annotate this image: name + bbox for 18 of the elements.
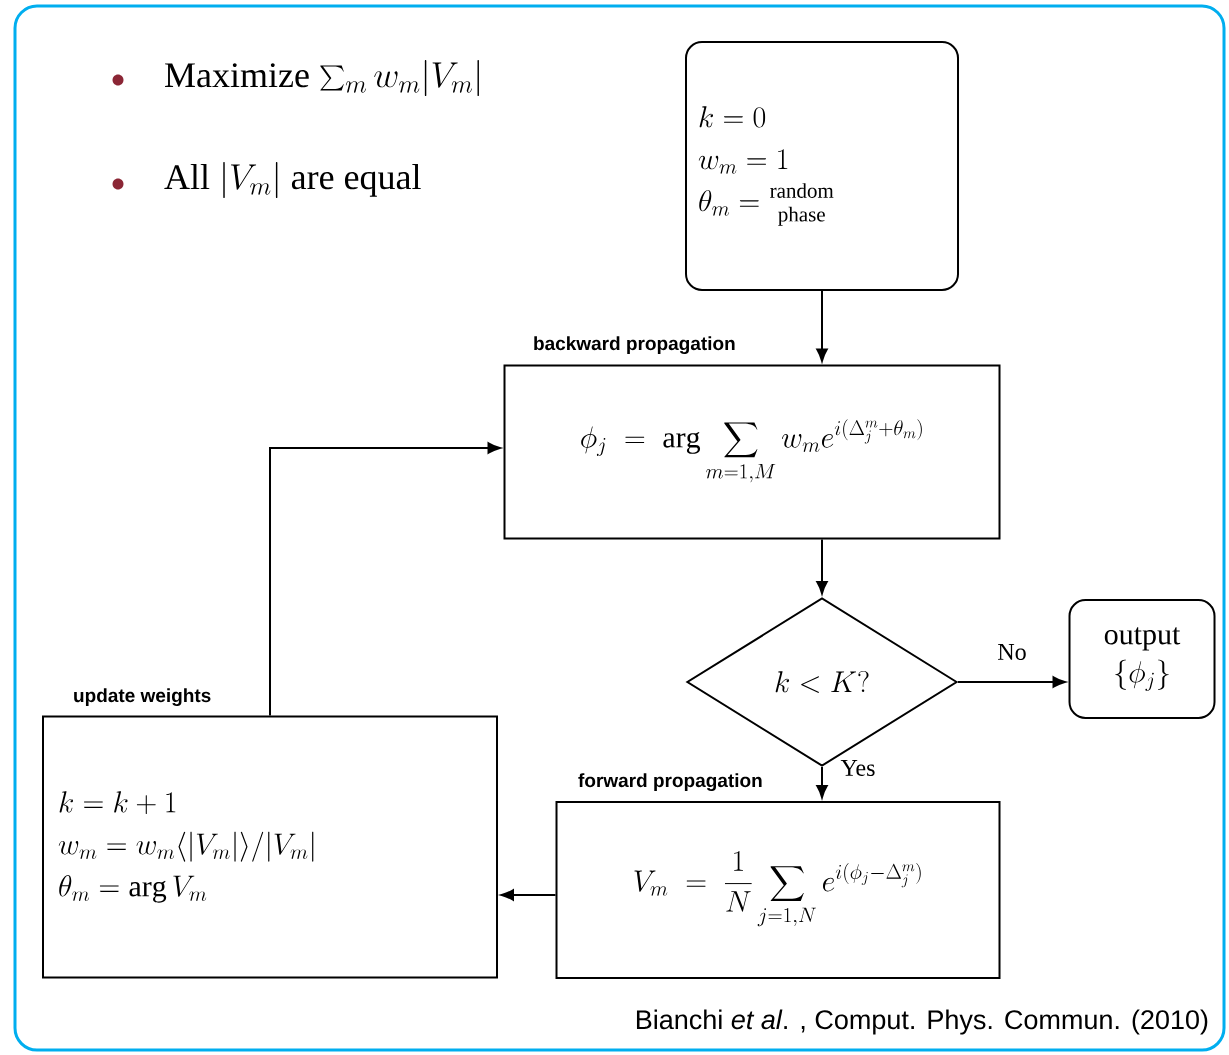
process-box: $k = k + 1$ $w_m = w_m \langle |V_m| \rangle / |V_m|$ $\theta_m = \arg V_m$ bbox=[42, 715, 498, 979]
citation: Bianchi et al. , Comput. Phys. Commun. (2010) bbox=[636, 1009, 1208, 1035]
arrow bbox=[816, 290, 828, 362]
arrow bbox=[269, 442, 501, 717]
edge-label: No bbox=[998, 644, 1026, 660]
bullet-text: Maximize $\sum_m w_m |V_m|$ bbox=[165, 60, 479, 96]
arrow bbox=[816, 766, 828, 799]
box-heading: update weights bbox=[74, 688, 211, 706]
arrow bbox=[816, 538, 828, 595]
arrow bbox=[500, 889, 557, 901]
output-box: output $\{\phi_j\}$ bbox=[1068, 599, 1216, 719]
box-heading: forward propagation bbox=[578, 773, 762, 791]
start-box: $k = 0$ $w_m = 1$ $\theta_m = \genfrac{}{}{0pt}{1}{\mathrm{random}}{\mathrm{phase}}$ bbox=[685, 41, 959, 291]
bullet-text: All $|V_m|$ are equal bbox=[164, 162, 421, 198]
process-box: $V_m = \frac{1}{N} \sum_{j=1,N} e^{i(\phi_j-\Delta_j^m)}$ bbox=[555, 801, 1001, 979]
process-box: $\phi_j = \arg \sum_{m=1,M} w_m e^{i(\Delta_j^m+\theta_m)}$ bbox=[503, 364, 1001, 540]
arrow bbox=[957, 676, 1066, 688]
box-heading: backward propagation bbox=[534, 336, 735, 354]
